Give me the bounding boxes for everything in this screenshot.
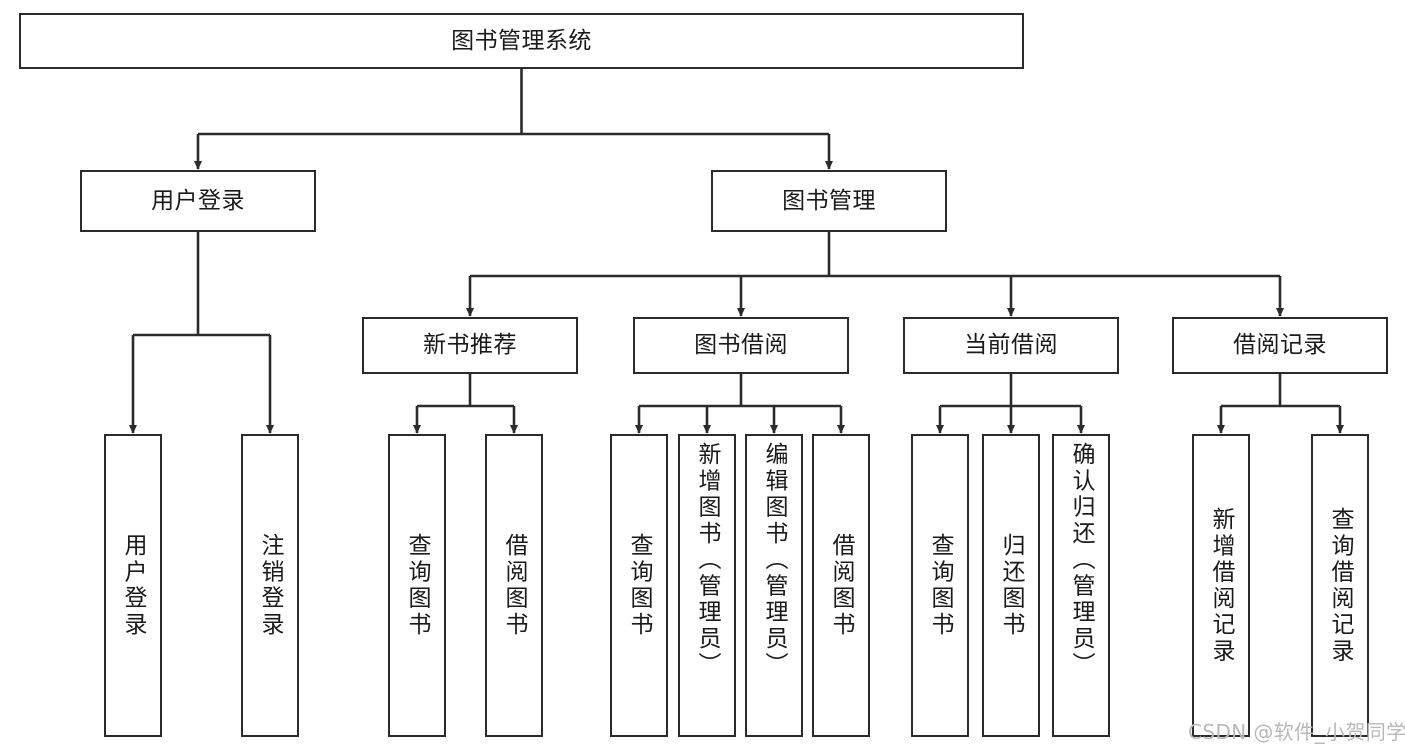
- node-userlogin[interactable]: 用户登录: [104, 434, 162, 737]
- node-label: 借阅图书: [501, 533, 528, 638]
- node-newbook[interactable]: 新书推荐: [362, 317, 578, 374]
- watermark: CSDN @软件_小贺同学: [1188, 720, 1405, 744]
- node-label: 查询图书: [927, 533, 954, 638]
- node-q1[interactable]: 查询图书: [388, 434, 446, 737]
- node-confirm[interactable]: 确认归还（管理员）: [1052, 434, 1110, 737]
- node-return[interactable]: 归还图书: [982, 434, 1040, 737]
- node-qrec[interactable]: 查询借阅记录: [1311, 434, 1369, 737]
- node-label: 新书推荐: [423, 332, 517, 359]
- node-label: 借阅图书: [828, 533, 855, 638]
- node-label: 注销登录: [257, 533, 284, 638]
- node-label: 图书管理系统: [451, 27, 592, 54]
- node-label: 新增图书（管理员）: [694, 442, 721, 678]
- node-login[interactable]: 用户登录: [80, 170, 316, 232]
- node-label: 查询图书: [626, 533, 653, 638]
- node-label: 查询图书: [404, 533, 431, 638]
- node-label: 归还图书: [998, 533, 1025, 638]
- node-logout[interactable]: 注销登录: [241, 434, 299, 737]
- node-current[interactable]: 当前借阅: [903, 317, 1119, 374]
- node-label: 借阅记录: [1233, 332, 1327, 359]
- node-b2[interactable]: 借阅图书: [812, 434, 870, 737]
- node-root[interactable]: 图书管理系统: [19, 13, 1024, 69]
- node-q3[interactable]: 查询图书: [911, 434, 969, 737]
- node-label: 编辑图书（管理员）: [761, 442, 788, 678]
- node-addbook[interactable]: 新增图书（管理员）: [678, 434, 736, 737]
- node-label: 用户登录: [151, 187, 245, 214]
- node-label: 查询借阅记录: [1327, 506, 1354, 665]
- node-editbook[interactable]: 编辑图书（管理员）: [745, 434, 803, 737]
- node-addrec[interactable]: 新增借阅记录: [1192, 434, 1250, 737]
- node-borrow[interactable]: 图书借阅: [633, 317, 849, 374]
- node-label: 确认归还（管理员）: [1068, 442, 1095, 678]
- node-b1[interactable]: 借阅图书: [485, 434, 543, 737]
- node-label: 当前借阅: [964, 332, 1058, 359]
- node-bookmgmt[interactable]: 图书管理: [711, 170, 947, 232]
- edge-group: [128, 69, 1345, 434]
- node-label: 新增借阅记录: [1208, 506, 1235, 665]
- node-q2[interactable]: 查询图书: [610, 434, 668, 737]
- node-label: 用户登录: [120, 533, 147, 638]
- node-label: 图书借阅: [694, 332, 788, 359]
- node-label: 图书管理: [782, 187, 876, 214]
- node-records[interactable]: 借阅记录: [1172, 317, 1388, 374]
